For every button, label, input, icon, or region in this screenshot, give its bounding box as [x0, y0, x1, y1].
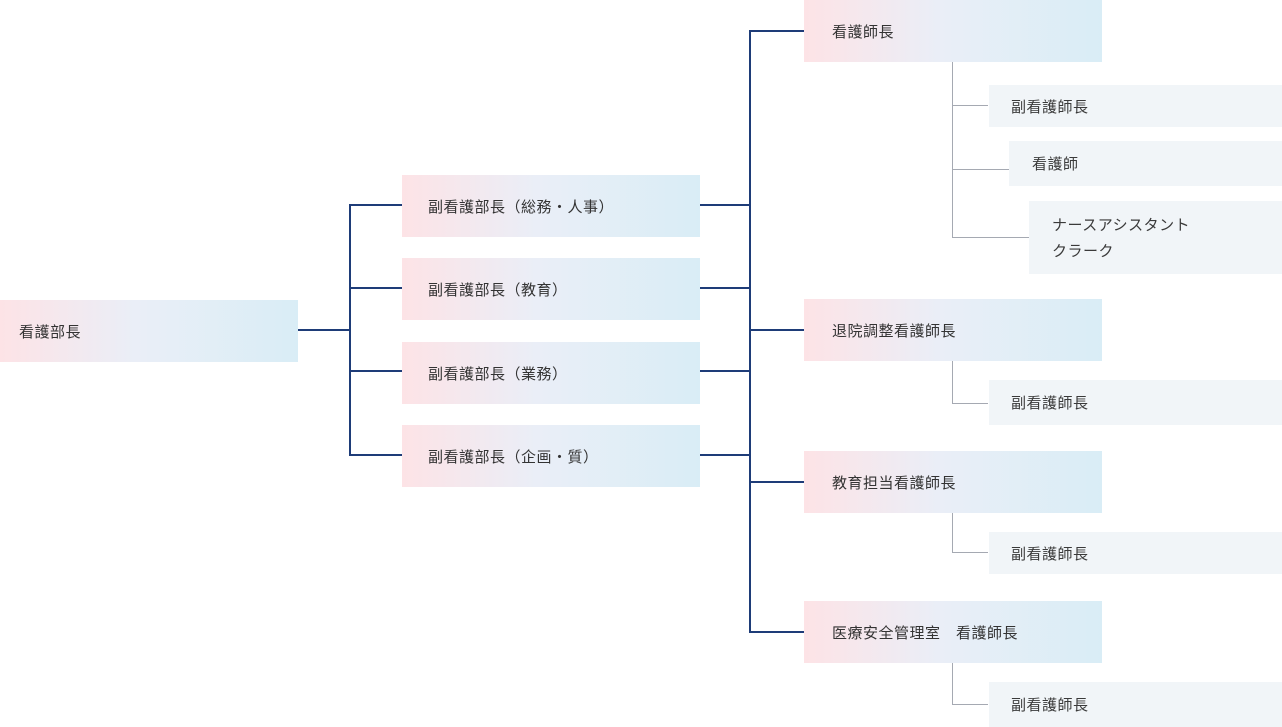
connector-sub-1-2	[952, 169, 1009, 170]
head-nurse-box: 看護師長	[804, 0, 1102, 62]
connector-deputy-4	[349, 454, 402, 456]
deputy-director-box: 副看護部長（総務・人事）	[402, 175, 700, 237]
connector-sub-4-1	[952, 704, 988, 705]
connector-sub-trunk-2	[952, 361, 953, 404]
deputy-director-label: 副看護部長（業務）	[428, 364, 568, 383]
head-nurse-box: 医療安全管理室 看護師長	[804, 601, 1102, 663]
subordinate-label: 副看護師長	[1011, 394, 1089, 412]
director-box: 看護部長	[0, 300, 298, 362]
deputy-director-label: 副看護部長（総務・人事）	[428, 197, 615, 216]
subordinate-box: 副看護師長	[989, 380, 1282, 425]
subordinate-box: 副看護師長	[989, 682, 1282, 727]
connector-deputy-out-2	[700, 287, 750, 289]
connector-head-4	[749, 631, 804, 633]
connector-sub-trunk-3	[952, 513, 953, 553]
connector-sub-1-1	[952, 105, 988, 106]
subordinate-label: 副看護師長	[1011, 696, 1089, 714]
subordinate-box: 副看護師長	[989, 85, 1282, 127]
subordinate-label-line-1: ナースアシスタント	[1052, 215, 1191, 234]
connector-head-1	[749, 30, 804, 32]
connector-deputy-3	[349, 370, 402, 372]
connector-head-3	[749, 481, 804, 483]
connector-deputy-out-4	[700, 454, 750, 456]
connector-sub-trunk-1	[952, 62, 953, 238]
connector-deputy-trunk	[349, 205, 351, 456]
subordinate-box: 副看護師長	[989, 532, 1282, 574]
head-nurse-label: 医療安全管理室 看護師長	[832, 623, 1019, 642]
connector-sub-1-3	[952, 237, 1029, 238]
subordinate-label: 副看護師長	[1011, 544, 1089, 563]
deputy-director-box: 副看護部長（業務）	[402, 342, 700, 404]
deputy-director-box: 副看護部長（教育）	[402, 258, 700, 320]
deputy-director-label: 副看護部長（企画・質）	[428, 447, 599, 466]
director-label: 看護部長	[19, 322, 82, 341]
subordinate-box: ナースアシスタント クラーク	[1029, 201, 1282, 274]
deputy-director-label: 副看護部長（教育）	[428, 280, 568, 299]
connector-sub-2-1	[952, 403, 988, 404]
connector-deputy-2	[349, 287, 402, 289]
connector-sub-3-1	[952, 552, 988, 553]
connector-sub-trunk-4	[952, 663, 953, 705]
connector-deputy-1	[349, 204, 402, 206]
subordinate-label: 看護師	[1032, 155, 1079, 173]
head-nurse-label: 退院調整看護師長	[832, 321, 957, 340]
connector-deputy-out-3	[700, 370, 750, 372]
head-nurse-box: 教育担当看護師長	[804, 451, 1102, 513]
subordinate-box: 看護師	[1009, 141, 1282, 186]
connector-director	[298, 329, 350, 331]
head-nurse-box: 退院調整看護師長	[804, 299, 1102, 361]
head-nurse-label: 教育担当看護師長	[832, 473, 957, 492]
subordinate-label-line-2: クラーク	[1052, 241, 1115, 260]
connector-deputy-out-1	[700, 204, 750, 206]
head-nurse-label: 看護師長	[832, 22, 895, 41]
deputy-director-box: 副看護部長（企画・質）	[402, 425, 700, 487]
subordinate-label: 副看護師長	[1011, 97, 1089, 116]
connector-head-2	[749, 329, 804, 331]
connector-head-trunk	[749, 30, 751, 632]
